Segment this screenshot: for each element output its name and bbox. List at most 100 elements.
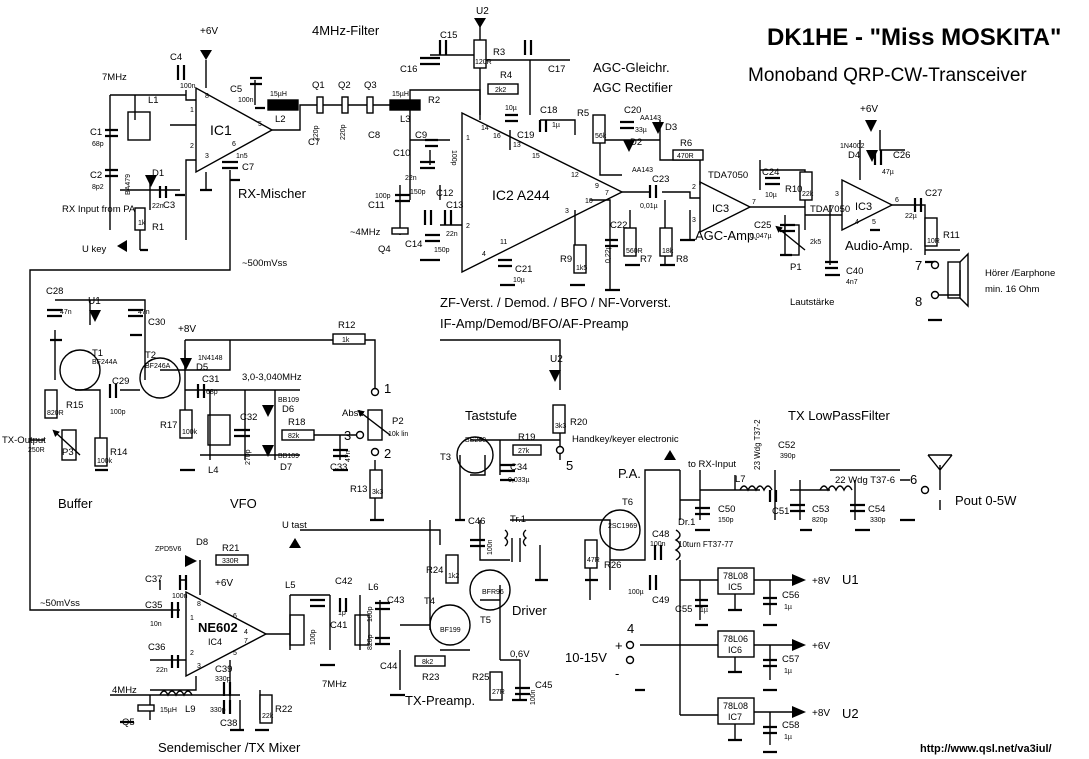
svg-text:5: 5	[258, 121, 262, 128]
ic3-agc-amplifier: IC3	[699, 180, 752, 234]
svg-text:U1: U1	[88, 296, 101, 307]
svg-text:10µ: 10µ	[765, 192, 777, 199]
svg-text:270p: 270p	[245, 449, 252, 465]
svg-text:C44: C44	[380, 661, 397, 672]
svg-text:L7: L7	[735, 474, 746, 485]
svg-text:4MHz: 4MHz	[112, 685, 137, 696]
ic2-amplifier: IC2 A244	[461, 111, 624, 274]
svg-text:150p: 150p	[410, 189, 426, 196]
svg-text:C37: C37	[145, 574, 162, 585]
svg-text:C40: C40	[846, 266, 863, 277]
svg-text:10: 10	[585, 198, 593, 205]
svg-text:TX-Output: TX-Output	[2, 435, 46, 446]
section-labels: RX-Mischer 4MHz-Filter AGC-Gleichr. AGC …	[58, 23, 1017, 755]
svg-text:L9: L9	[185, 704, 196, 715]
svg-text:6: 6	[895, 197, 899, 204]
svg-text:100n: 100n	[487, 539, 494, 555]
resistor-symbols	[44, 39, 938, 724]
svg-text:~4MHz: ~4MHz	[350, 227, 381, 238]
svg-text:ZF-Verst. / Demod. / BFO / NF-: ZF-Verst. / Demod. / BFO / NF-Vorverst.	[440, 295, 671, 310]
svg-text:C58: C58	[782, 720, 799, 731]
svg-text:IC1: IC1	[210, 122, 232, 138]
svg-text:100p: 100p	[375, 193, 391, 200]
svg-text:3,0-3,040MHz: 3,0-3,040MHz	[242, 372, 302, 383]
svg-text:330p: 330p	[210, 707, 226, 714]
svg-text:Q3: Q3	[364, 80, 377, 91]
svg-text:C46: C46	[468, 516, 485, 527]
svg-text:2k5: 2k5	[810, 239, 821, 246]
svg-text:U key: U key	[82, 244, 107, 255]
svg-text:D3: D3	[665, 122, 677, 133]
svg-text:U2: U2	[550, 354, 563, 365]
svg-text:D1: D1	[152, 168, 164, 179]
svg-text:T4: T4	[424, 596, 435, 607]
svg-text:1k2: 1k2	[448, 573, 459, 580]
svg-text:0,047µ: 0,047µ	[750, 233, 772, 240]
svg-text:8: 8	[915, 294, 922, 309]
svg-text:TX LowPassFilter: TX LowPassFilter	[788, 408, 891, 423]
svg-text:T2: T2	[145, 350, 156, 361]
svg-text:U2: U2	[842, 706, 859, 721]
svg-text:12: 12	[571, 172, 579, 179]
svg-text:Abst.: Abst.	[342, 408, 364, 419]
svg-text:C18: C18	[540, 105, 557, 116]
svg-text:C56: C56	[782, 590, 799, 601]
svg-text:L4: L4	[208, 465, 219, 476]
svg-text:330p: 330p	[215, 676, 231, 683]
svg-text:8k2: 8k2	[422, 659, 433, 666]
svg-text:4: 4	[855, 219, 859, 226]
svg-text:C29: C29	[112, 376, 129, 387]
ic7-regulator: 78L08 IC7	[717, 697, 755, 725]
svg-text:C49: C49	[652, 595, 669, 606]
svg-text:BA479: BA479	[125, 174, 132, 195]
svg-text:56k: 56k	[595, 133, 607, 140]
svg-text:C23: C23	[652, 174, 669, 185]
svg-text:100p: 100p	[450, 150, 457, 166]
svg-text:C41: C41	[330, 620, 347, 631]
svg-text:R10: R10	[785, 184, 802, 195]
svg-text:IC3: IC3	[712, 203, 729, 215]
svg-text:Q2: Q2	[338, 80, 351, 91]
svg-text:7: 7	[915, 258, 922, 273]
svg-text:L3: L3	[400, 114, 411, 125]
svg-text:AA143: AA143	[632, 167, 653, 174]
svg-text:IC3: IC3	[855, 201, 872, 213]
svg-text:2: 2	[692, 184, 696, 191]
svg-text:100p: 100p	[367, 606, 374, 622]
svg-text:TDA7050: TDA7050	[708, 170, 748, 181]
svg-text:RX Input from PA: RX Input from PA	[62, 204, 136, 215]
svg-text:R26: R26	[604, 560, 621, 571]
svg-text:1: 1	[190, 107, 194, 114]
svg-text:+6V: +6V	[860, 104, 878, 115]
svg-text:C43: C43	[387, 595, 404, 606]
svg-text:10R: 10R	[927, 238, 940, 245]
svg-text:P1: P1	[790, 262, 802, 273]
svg-text:C25: C25	[754, 220, 771, 231]
svg-text:D5: D5	[196, 362, 208, 373]
svg-text:Driver: Driver	[512, 603, 547, 618]
svg-text:2k2: 2k2	[495, 87, 506, 94]
svg-text:~500mVss: ~500mVss	[242, 258, 287, 269]
svg-text:Hörer /Earphone: Hörer /Earphone	[985, 268, 1055, 279]
svg-text:100µ: 100µ	[628, 589, 644, 596]
svg-text:to RX-Input: to RX-Input	[688, 459, 736, 470]
svg-text:4: 4	[244, 629, 248, 636]
svg-text:R9: R9	[560, 254, 572, 265]
svg-text:10turn FT37-77: 10turn FT37-77	[678, 540, 734, 549]
svg-text:15µH: 15µH	[270, 91, 287, 98]
svg-text:820p: 820p	[367, 634, 374, 650]
svg-text:C1: C1	[90, 127, 102, 138]
svg-text:C4: C4	[170, 52, 182, 63]
svg-text:22k: 22k	[802, 191, 814, 198]
svg-text:16: 16	[493, 133, 501, 140]
svg-text:P3: P3	[62, 447, 74, 458]
svg-text:T6: T6	[622, 497, 633, 508]
svg-text:min. 16 Ohm: min. 16 Ohm	[985, 284, 1039, 295]
svg-text:R24: R24	[426, 565, 443, 576]
svg-text:78L06: 78L06	[723, 634, 748, 644]
svg-text:C8: C8	[368, 130, 380, 141]
svg-text:6: 6	[232, 141, 236, 148]
svg-text:100k: 100k	[97, 458, 113, 465]
ic5-regulator: 78L08 IC5	[717, 567, 755, 595]
svg-text:22n: 22n	[156, 667, 168, 674]
